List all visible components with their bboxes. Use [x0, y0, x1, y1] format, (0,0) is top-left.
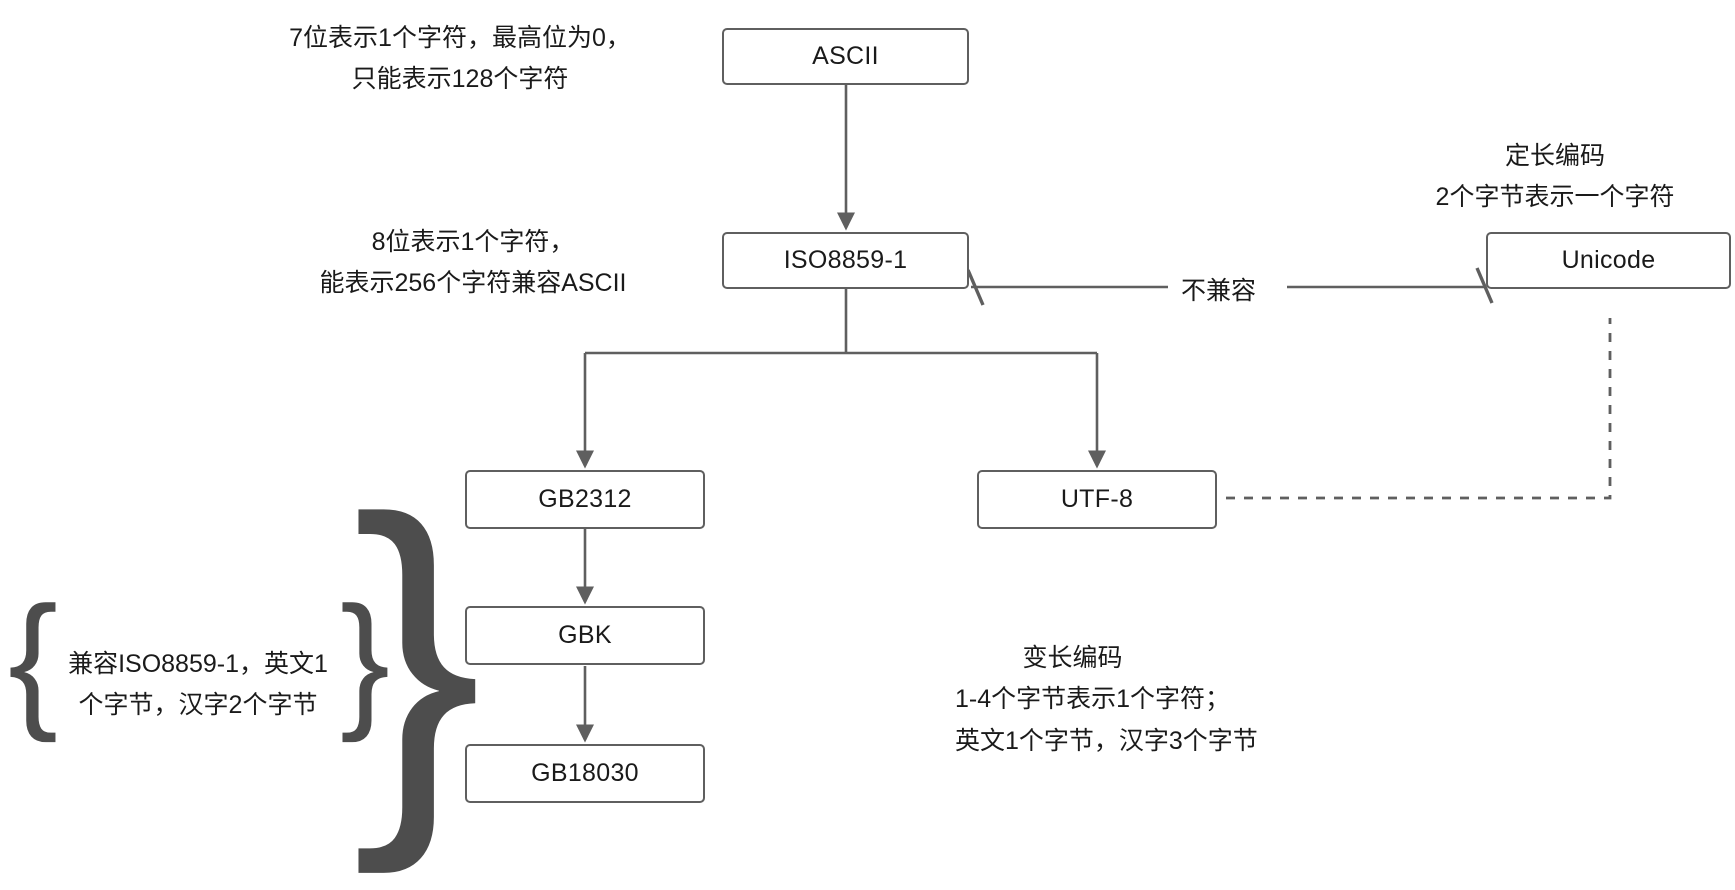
note-ascii-line-2: 只能表示128个字符 [351, 65, 569, 94]
note-iso-line-2: 能表示256个字符兼容ASCII [319, 269, 627, 298]
incompatible-slash-near-iso [966, 269, 985, 306]
node-gbk[interactable]: GBK [465, 606, 705, 665]
note-gb-line-2: 个字节，汉字2个字节 [78, 691, 318, 720]
node-ascii-label: ASCII [812, 42, 879, 70]
node-unicode[interactable]: Unicode [1486, 232, 1731, 289]
note-utf8-line-2: 1-4个字节表示1个字符； [955, 685, 1231, 714]
node-unicode-label: Unicode [1561, 246, 1656, 274]
note-utf8-line-3: 英文1个字节，汉字3个字节 [955, 726, 1258, 755]
node-iso8859-1[interactable]: ISO8859-1 [722, 232, 969, 289]
brace-gb-family-glyph: } [352, 439, 483, 875]
note-iso: 8位表示1个字符， 能表示256个字符兼容ASCII [258, 222, 688, 305]
note-utf8: 变长编码 1-4个字节表示1个字符； 英文1个字节，汉字3个字节 [955, 638, 1375, 762]
note-unicode-line-1: 定长编码 [1504, 142, 1605, 170]
node-gbk-label: GBK [558, 621, 612, 649]
note-iso-line-1: 8位表示1个字符， [371, 228, 575, 256]
edge-label-incompatible: 不兼容 [1175, 271, 1263, 307]
brace-gb-family-group: } [352, 462, 482, 852]
note-gb: 兼容ISO8859-1，英文1 个字节，汉字2个字节 [48, 644, 348, 727]
note-unicode-line-2: 2个字节表示一个字符 [1435, 183, 1675, 212]
note-unicode: 定长编码 2个字节表示一个字符 [1390, 136, 1720, 219]
brace-right-glyph: } [340, 575, 391, 743]
node-gb2312[interactable]: GB2312 [465, 470, 705, 529]
node-gb18030[interactable]: GB18030 [465, 744, 705, 803]
note-ascii: 7位表示1个字符，最高位为0， 只能表示128个字符 [240, 18, 680, 101]
node-gb18030-label: GB18030 [531, 759, 639, 787]
node-utf-8-label: UTF-8 [1060, 485, 1134, 513]
edge-label-incompatible-text: 不兼容 [1181, 277, 1257, 305]
note-gb-line-1: 兼容ISO8859-1，英文1 [68, 650, 328, 678]
node-ascii[interactable]: ASCII [722, 28, 969, 85]
note-ascii-line-1: 7位表示1个字符，最高位为0， [289, 24, 631, 52]
node-utf-8[interactable]: UTF-8 [977, 470, 1217, 529]
node-iso8859-1-label: ISO8859-1 [783, 246, 908, 274]
brace-left-glyph: { [8, 575, 59, 743]
brace-left-gb-note: { [8, 584, 58, 734]
node-gb2312-label: GB2312 [538, 485, 632, 513]
note-utf8-line-1: 变长编码 [1022, 644, 1123, 672]
brace-right-gb-note: } [340, 584, 390, 734]
